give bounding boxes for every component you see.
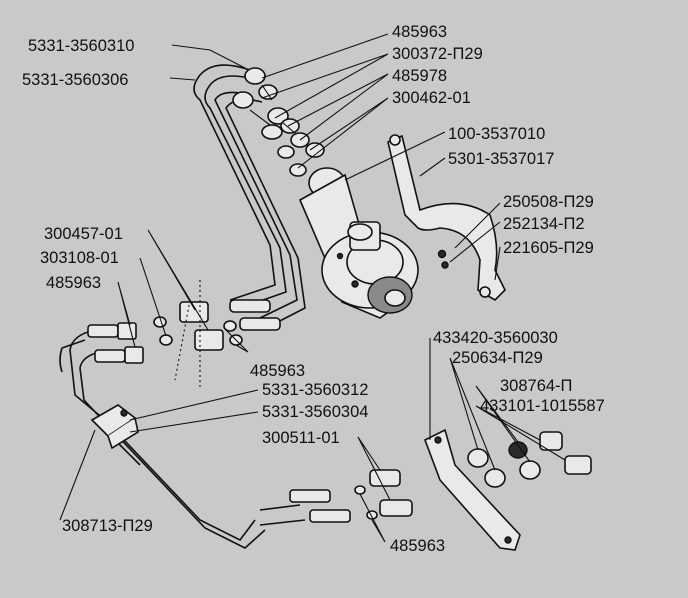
- pipe-clamp: [90, 404, 139, 450]
- mounting-bracket: [423, 428, 521, 551]
- leader-lines: [59, 33, 566, 543]
- lower-brake-pipes: [59, 329, 306, 549]
- part-label: 300372-П29: [392, 45, 483, 63]
- part-label: 100-3537010: [448, 125, 546, 143]
- brake-chamber: [298, 167, 419, 319]
- part-label: 485963: [392, 23, 448, 41]
- part-label: 433101-1015587: [480, 397, 605, 415]
- part-label: 308713-П29: [62, 517, 153, 535]
- part-label: 485978: [392, 67, 448, 85]
- brake-lever: [387, 134, 506, 302]
- part-label: 485963: [390, 537, 446, 555]
- part-label: 433420-3560030: [433, 329, 558, 347]
- part-label: 250634-П29: [452, 349, 543, 367]
- middle-fittings: [87, 299, 281, 364]
- part-label: 5331-3560310: [28, 37, 135, 55]
- part-label: 5331-3560312: [262, 381, 369, 399]
- part-label: 5301-3537017: [448, 150, 555, 168]
- part-label: 300462-01: [392, 89, 471, 107]
- part-label: 308764-П: [500, 377, 573, 395]
- top-fittings: [232, 67, 325, 177]
- part-label: 252134-П2: [503, 215, 585, 233]
- part-label: 485963: [46, 274, 102, 292]
- part-label: 5331-3560306: [22, 71, 129, 89]
- lower-fittings: [289, 469, 413, 523]
- part-label: 485963: [250, 362, 306, 380]
- part-label: 221605-П29: [503, 239, 594, 257]
- part-label: 303108-01: [40, 249, 119, 267]
- part-label: 300457-01: [44, 225, 123, 243]
- part-label: 300511-01: [262, 429, 340, 447]
- part-label: 250508-П29: [503, 193, 594, 211]
- part-label: 5331-3560304: [262, 403, 369, 421]
- bracket-hardware: [467, 431, 592, 488]
